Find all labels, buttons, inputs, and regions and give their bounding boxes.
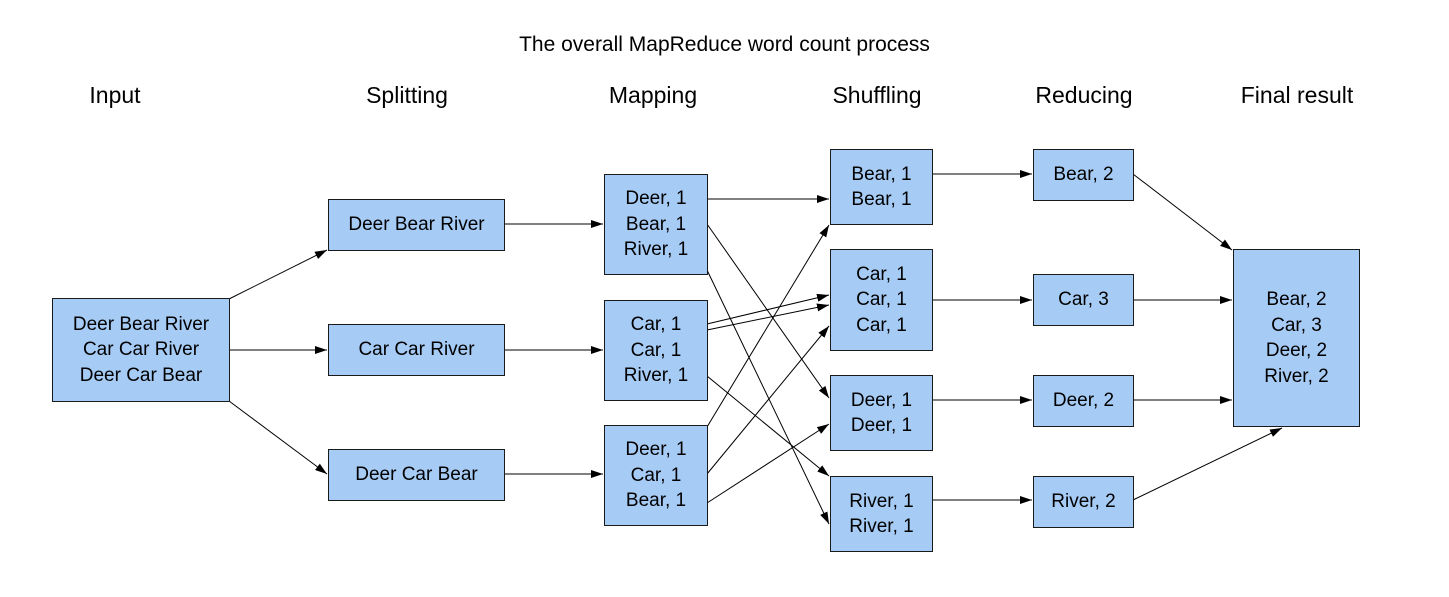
arrow-input-to-split-3 xyxy=(228,400,328,475)
reduce-box-river: River, 2 xyxy=(1033,476,1134,528)
shuffle-box-river: River, 1 River, 1 xyxy=(830,476,933,552)
arrow-map-1-river-to-shuffle-river xyxy=(706,269,830,525)
map-pair: Bear, 1 xyxy=(625,213,687,235)
arrow-map-2-river-to-shuffle-river xyxy=(706,375,830,477)
shuffle-pair: Car, 1 xyxy=(856,314,907,336)
shuffle-pair: Deer, 1 xyxy=(850,389,913,411)
final-pair: Deer, 2 xyxy=(1265,340,1328,361)
shuffle-pair: River, 1 xyxy=(849,490,914,512)
stage-header-mapping: Mapping xyxy=(608,82,698,108)
shuffle-box-deer: Deer, 1 Deer, 1 xyxy=(830,375,933,451)
stage-header-splitting: Splitting xyxy=(366,82,448,108)
split-line: Car Car River xyxy=(358,339,475,361)
arrow-reduce-river-to-final xyxy=(1132,427,1283,501)
stage-header-reducing: Reducing xyxy=(1035,82,1133,108)
reduce-pair: Bear, 2 xyxy=(1053,164,1114,186)
shuffle-pair: River, 1 xyxy=(849,516,914,537)
arrow-map-2-car-to-shuffle-car-a xyxy=(706,293,830,325)
final-pair: Car, 3 xyxy=(1271,314,1322,336)
stage-header-shuffling: Shuffling xyxy=(832,82,922,108)
map-pair: Deer, 1 xyxy=(625,188,687,210)
reduce-box-bear: Bear, 2 xyxy=(1033,149,1134,201)
arrow-map-3-car-to-shuffle-car xyxy=(706,325,830,475)
split-box-2: Car Car River xyxy=(328,324,505,376)
input-line: Deer Car Bear xyxy=(79,364,203,386)
final-result-box: Bear, 2 Car, 3 Deer, 2 River, 2 xyxy=(1233,249,1360,427)
shuffle-pair: Deer, 1 xyxy=(850,415,913,436)
reduce-box-car: Car, 3 xyxy=(1033,274,1134,326)
diagram-title: The overall MapReduce word count process xyxy=(519,33,930,56)
final-pair: Bear, 2 xyxy=(1266,289,1327,310)
arrow-map-3-deer-to-shuffle-deer xyxy=(706,423,830,504)
shuffle-pair: Bear, 1 xyxy=(851,189,912,210)
map-pair: Bear, 1 xyxy=(625,490,687,512)
map-box-3: Deer, 1 Car, 1 Bear, 1 xyxy=(604,425,708,526)
input-box: Deer Bear River Car Car River Deer Car B… xyxy=(52,298,230,402)
split-line: Deer Bear River xyxy=(348,214,485,236)
arrow-map-1-deer-to-shuffle-deer xyxy=(706,223,830,399)
reduce-pair: Car, 3 xyxy=(1058,289,1109,311)
shuffle-pair: Car, 1 xyxy=(856,263,907,285)
map-pair: Deer, 1 xyxy=(625,439,687,461)
map-box-2: Car, 1 Car, 1 River, 1 xyxy=(604,300,708,401)
map-pair: River, 1 xyxy=(623,365,689,387)
arrow-input-to-split-1 xyxy=(228,249,328,300)
split-box-3: Deer Car Bear xyxy=(328,449,505,501)
map-box-1: Deer, 1 Bear, 1 River, 1 xyxy=(604,174,708,275)
input-line: Deer Bear River xyxy=(72,313,210,335)
split-box-1: Deer Bear River xyxy=(328,199,505,251)
final-pair: River, 2 xyxy=(1264,365,1329,387)
arrow-map-3-bear-to-shuffle-bear xyxy=(706,224,830,428)
reduce-pair: River, 2 xyxy=(1051,491,1116,513)
arrow-map-2-car-to-shuffle-car-b xyxy=(706,303,830,331)
shuffle-box-car: Car, 1 Car, 1 Car, 1 xyxy=(830,249,933,351)
shuffle-pair: Car, 1 xyxy=(856,289,907,311)
map-pair: Car, 1 xyxy=(630,314,682,336)
input-line: Car Car River xyxy=(82,339,200,361)
reduce-box-deer: Deer, 2 xyxy=(1033,375,1134,427)
stage-header-input: Input xyxy=(89,82,141,108)
shuffle-box-bear: Bear, 1 Bear, 1 xyxy=(830,149,933,225)
map-pair: Car, 1 xyxy=(630,339,682,361)
arrow-reduce-bear-to-final xyxy=(1132,173,1233,251)
map-pair: Car, 1 xyxy=(630,464,682,486)
stage-header-final-result: Final result xyxy=(1240,82,1354,108)
reduce-pair: Deer, 2 xyxy=(1052,390,1115,412)
shuffle-pair: Bear, 1 xyxy=(851,163,912,185)
map-pair: River, 1 xyxy=(623,239,689,261)
split-line: Deer Car Bear xyxy=(355,464,478,486)
